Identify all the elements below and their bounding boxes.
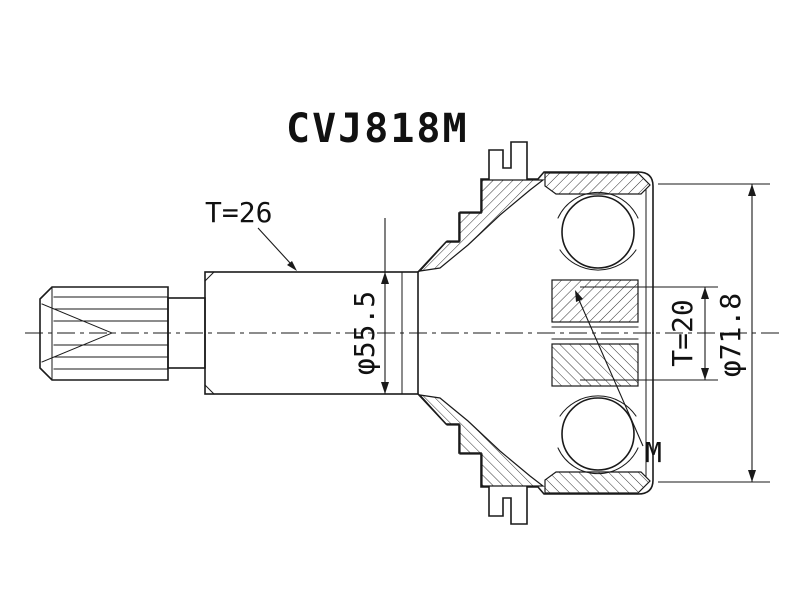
inner-race-section <box>551 279 639 323</box>
shaft-chamfer-top <box>204 271 215 282</box>
joint-housing-half <box>416 141 654 334</box>
label-inner-spline-marker: M <box>575 290 662 469</box>
dimension-outer-spline-count: T=26 <box>205 196 297 271</box>
label-m: M <box>645 436 662 469</box>
dimension-outer-diameter: φ71.8 <box>658 183 770 483</box>
spline-tooth-lines <box>53 296 169 370</box>
arrowhead-t26 <box>287 261 297 271</box>
dimension-label-t20: T=20 <box>666 299 699 366</box>
joint-housing-mirrored-half <box>417 332 654 525</box>
housing-outline <box>416 141 654 334</box>
dimension-inner-spline-count: T=20 <box>580 286 718 381</box>
dimension-shaft-diameter: φ55.5 <box>348 218 389 394</box>
dimension-label-od: φ71.8 <box>714 293 747 377</box>
outer-race-groove-upper <box>557 191 639 219</box>
inner-race-spline-bore <box>551 326 639 340</box>
bearing-ball <box>561 195 635 269</box>
outer-race-groove-lower <box>559 249 637 271</box>
housing-back-wall-section <box>418 179 545 272</box>
shaft-chamfer-bottom <box>204 384 215 395</box>
housing-top-band-section <box>544 172 651 195</box>
leader-line-m <box>578 299 644 447</box>
dimension-label-shaft-diameter: φ55.5 <box>348 291 381 375</box>
dimension-label-t26: T=26 <box>205 196 272 229</box>
leader-line-t26 <box>257 227 292 265</box>
arrowhead-m <box>575 290 583 302</box>
drawing-title: CVJ818M <box>286 106 469 152</box>
